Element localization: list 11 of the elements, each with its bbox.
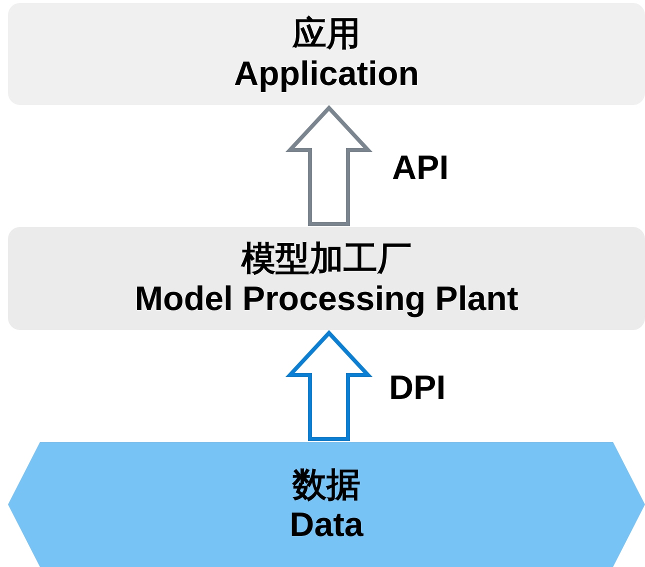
layer-subtitle: Model Processing Plant <box>134 278 518 318</box>
block-arrow <box>285 105 373 226</box>
layer-box <box>8 3 645 105</box>
layer-box <box>8 227 645 330</box>
block-arrow <box>285 330 373 441</box>
layer-hexagon <box>8 442 645 567</box>
layer-subtitle: Data <box>290 504 364 544</box>
layer-subtitle: Application <box>234 54 420 94</box>
layer-title: 数据 <box>292 464 360 504</box>
layer-title: 应用 <box>292 14 360 54</box>
layer-title: 模型加工厂 <box>242 238 412 278</box>
